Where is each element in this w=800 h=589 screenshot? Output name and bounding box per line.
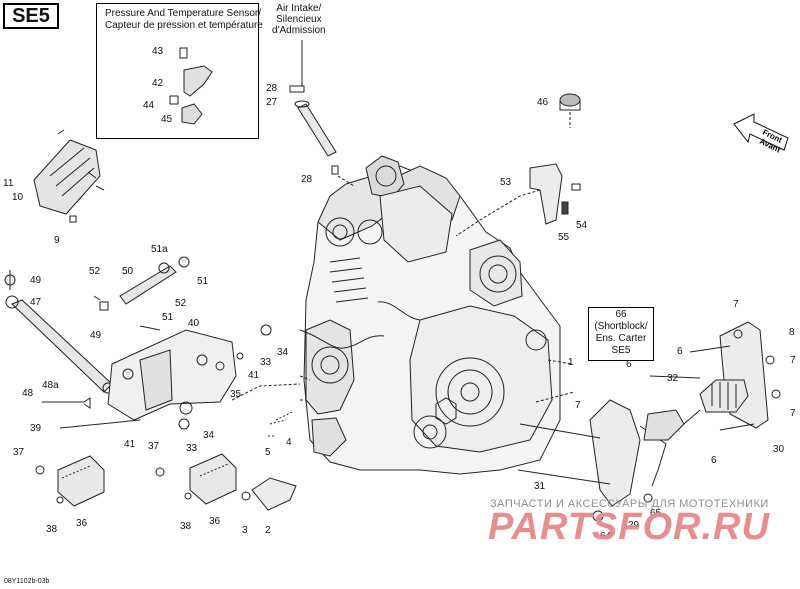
air-intake-label: Air Intake/ Silencieux d'Admission xyxy=(272,3,326,36)
part-label: 36 xyxy=(76,518,88,529)
part-label: 3 xyxy=(242,525,248,536)
part-label: 34 xyxy=(203,430,215,441)
part-label: 6 xyxy=(626,359,632,370)
leader-lines xyxy=(299,359,575,403)
part-label: 37 xyxy=(13,447,25,458)
part-label: 47 xyxy=(30,297,42,308)
part-label: 2 xyxy=(265,525,271,536)
section-code: SE5 xyxy=(3,3,59,29)
part-label: 43 xyxy=(152,46,164,57)
part-label: 33 xyxy=(186,443,198,454)
shortblock-callout: 66 (Shortblock/ Ens. Carter SE5 xyxy=(588,307,654,361)
part-label: 8 xyxy=(789,327,795,338)
sensor-title-line-2: Capteur de pression et température xyxy=(105,20,263,31)
part-label: 40 xyxy=(188,318,200,329)
air-intake-line-3: d'Admission xyxy=(272,25,326,36)
part-label: 38 xyxy=(180,521,192,532)
part-label: 27 xyxy=(266,97,278,108)
part-label: 30 xyxy=(773,444,785,455)
part-label: 28 xyxy=(301,174,313,185)
part-label: 7 xyxy=(790,355,796,366)
sensor-title-line-1: Pressure And Temperature Sensor/ xyxy=(105,8,262,19)
part-label: 48 xyxy=(22,388,34,399)
bracket-assembly-53 xyxy=(455,93,581,237)
callout-line-4: SE5 xyxy=(611,345,631,356)
part-label: 7 xyxy=(790,408,796,419)
part-label: 32 xyxy=(667,373,679,384)
part-label: 35 xyxy=(230,389,242,400)
part-label: 45 xyxy=(161,114,173,125)
engine-mount-bracket xyxy=(107,324,301,430)
part-label: 64 xyxy=(600,531,612,542)
part-label: 29 xyxy=(628,520,640,531)
callout-line-2: (Shortblock/ xyxy=(594,321,648,332)
part-label: 44 xyxy=(143,100,155,111)
part-label: 11 xyxy=(3,178,14,189)
part-label: 46 xyxy=(537,97,549,108)
part-label: 6 xyxy=(677,346,683,357)
link-rod-assembly xyxy=(4,256,190,429)
part-label: 34 xyxy=(277,347,289,358)
rubber-mounts-36 xyxy=(35,453,237,507)
part-label: 1 xyxy=(568,357,574,368)
intake-hose xyxy=(289,40,355,187)
front-direction-arrow-icon: Front Avant xyxy=(733,113,789,155)
small-bracket-2 xyxy=(241,411,297,511)
part-label: 7 xyxy=(733,299,739,310)
part-label: 49 xyxy=(90,330,102,341)
part-label: 4 xyxy=(286,437,292,448)
callout-line-1: 66 xyxy=(615,309,627,320)
part-label: 51a xyxy=(151,244,168,255)
air-intake-line-2: Silencieux xyxy=(276,14,322,25)
part-label: 50 xyxy=(122,266,134,277)
part-label: 52 xyxy=(175,298,187,309)
part-label: 31 xyxy=(534,481,546,492)
part-label: 39 xyxy=(30,423,42,434)
right-engine-mount xyxy=(517,321,781,522)
part-label: 36 xyxy=(209,516,221,527)
part-label: 38 xyxy=(46,524,58,535)
part-label: 28 xyxy=(266,83,278,94)
part-label: 52 xyxy=(89,266,101,277)
part-label: 54 xyxy=(576,220,588,231)
part-label: 10 xyxy=(12,192,24,203)
part-label: 33 xyxy=(260,357,272,368)
part-label: 6 xyxy=(711,455,717,466)
air-intake-line-1: Air Intake/ xyxy=(276,3,322,14)
callout-line-3: Ens. Carter xyxy=(595,333,647,344)
part-label: 48a xyxy=(42,380,59,391)
part-label: 41 xyxy=(124,439,136,450)
part-label: 51 xyxy=(197,276,209,287)
part-label: 41 xyxy=(248,370,260,381)
watermark-logo: PARTSFOR.RU xyxy=(488,506,770,548)
part-label: 53 xyxy=(500,177,512,188)
pressure-temperature-sensor xyxy=(169,47,213,125)
ignition-coil xyxy=(33,129,105,223)
sensor-detail-box: Pressure And Temperature Sensor/ Capteur… xyxy=(96,3,263,139)
part-label: 51 xyxy=(162,312,174,323)
part-label: 7 xyxy=(575,400,581,411)
part-label: 42 xyxy=(152,78,164,89)
engine-block xyxy=(299,155,561,475)
document-code: 08Y1102b-03b xyxy=(4,578,50,585)
part-label: 5 xyxy=(265,447,271,458)
sensor-title: Pressure And Temperature Sensor/ Capteur… xyxy=(105,8,263,32)
part-label: 37 xyxy=(148,441,160,452)
part-label: 55 xyxy=(558,232,570,243)
part-label: 65 xyxy=(650,508,662,519)
part-label: 9 xyxy=(54,235,60,246)
part-label: 49 xyxy=(30,275,42,286)
watermark-caption: ЗАПЧАСТИ И АКСЕССУАРЫ ДЛЯ МОТОТЕХНИКИ xyxy=(490,498,769,510)
damper-32 xyxy=(643,379,749,441)
